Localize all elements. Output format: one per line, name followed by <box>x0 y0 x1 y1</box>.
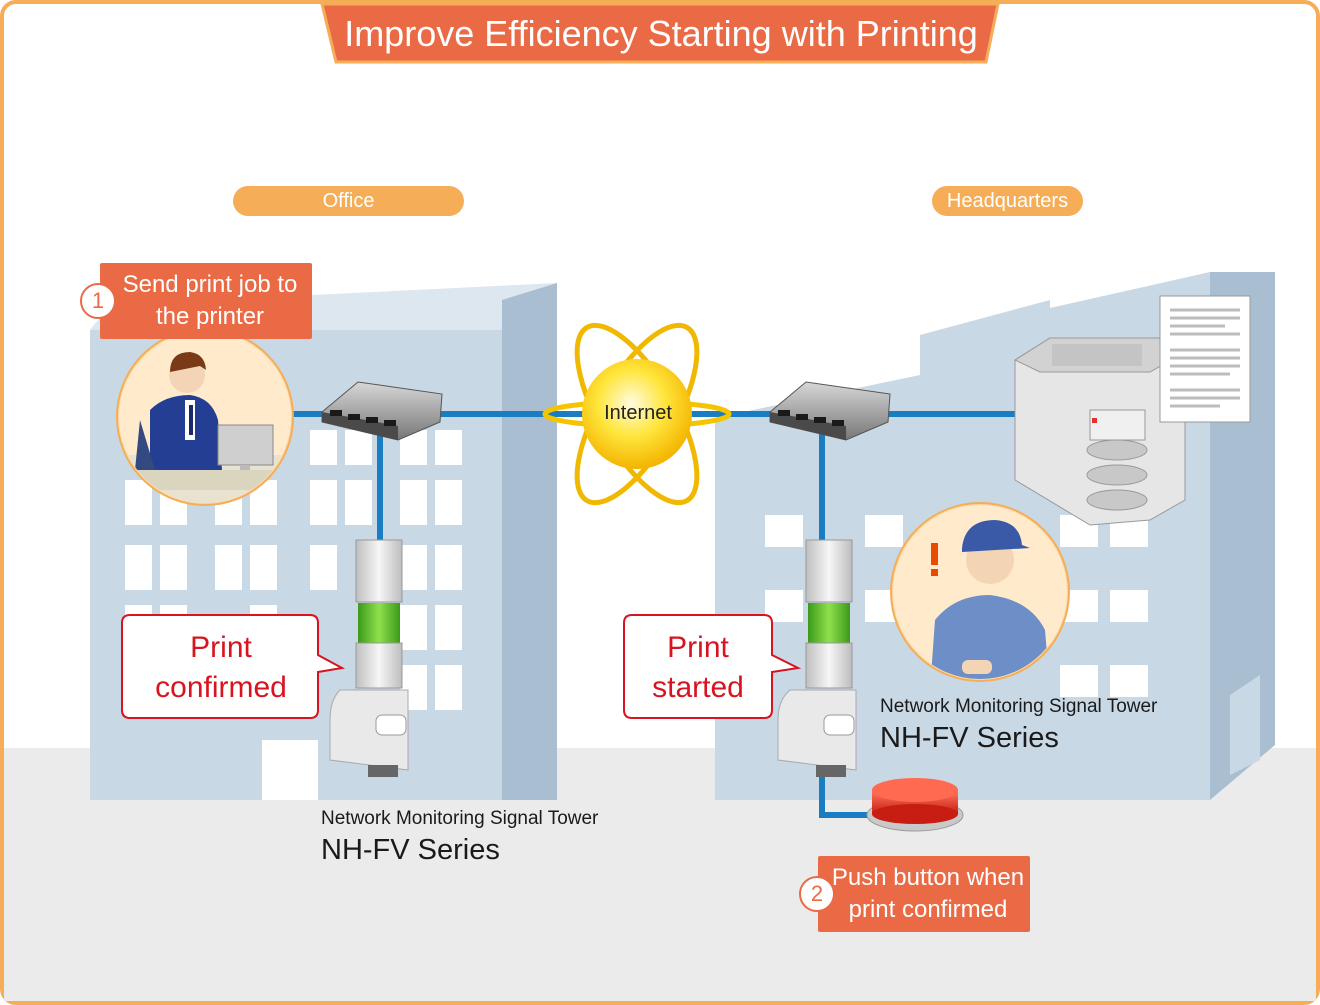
callout-office-line2: confirmed <box>155 671 287 704</box>
step-1-box: Send print job to the printer <box>100 263 312 339</box>
callout-hq-text: Print started <box>624 628 772 708</box>
callout-office-line1: Print <box>190 631 252 664</box>
tower-hq-name: NH-FV Series <box>880 722 1059 754</box>
callout-hq-line1: Print <box>667 631 729 664</box>
tower-caption-headquarters: Network Monitoring Signal Tower NH-FV Se… <box>880 696 1157 755</box>
tower-office-subtitle: Network Monitoring Signal Tower <box>321 808 599 829</box>
location-label-office: Office <box>233 186 464 216</box>
page-title: Improve Efficiency Starting with Printin… <box>344 13 978 54</box>
callout-hq-bubble <box>623 614 802 719</box>
step-2-line2: print confirmed <box>848 896 1008 923</box>
person-at-computer-icon <box>116 328 294 506</box>
push-button-icon <box>866 778 964 832</box>
tower-office-name: NH-FV Series <box>321 834 500 866</box>
tower-hq-subtitle: Network Monitoring Signal Tower <box>880 696 1158 717</box>
step-1-line1: Send print job to <box>122 271 298 298</box>
step-1-line2: the printer <box>155 303 265 330</box>
signal-tower-icon <box>777 539 857 777</box>
callout-hq-line2: started <box>652 671 744 704</box>
network-switch-icon <box>769 381 891 441</box>
worker-alert-icon <box>890 502 1070 682</box>
callout-office-text: Print confirmed <box>122 628 320 708</box>
step-1-number: 1 <box>80 283 116 319</box>
step-2-box: Push button when print confirmed <box>818 856 1030 932</box>
callout-office-bubble <box>121 614 346 719</box>
network-switch-icon <box>321 381 443 441</box>
internet-label: Internet <box>604 402 672 424</box>
signal-tower-icon <box>329 539 409 777</box>
printer-icon <box>1013 337 1187 526</box>
internet-globe-icon <box>542 322 732 506</box>
title-banner <box>320 2 1000 64</box>
step-2-line1: Push button when <box>831 864 1025 891</box>
document-icon <box>1159 295 1251 423</box>
step-2-number: 2 <box>799 876 835 912</box>
location-label-headquarters: Headquarters <box>932 186 1083 216</box>
tower-caption-office: Network Monitoring Signal Tower NH-FV Se… <box>321 808 598 867</box>
